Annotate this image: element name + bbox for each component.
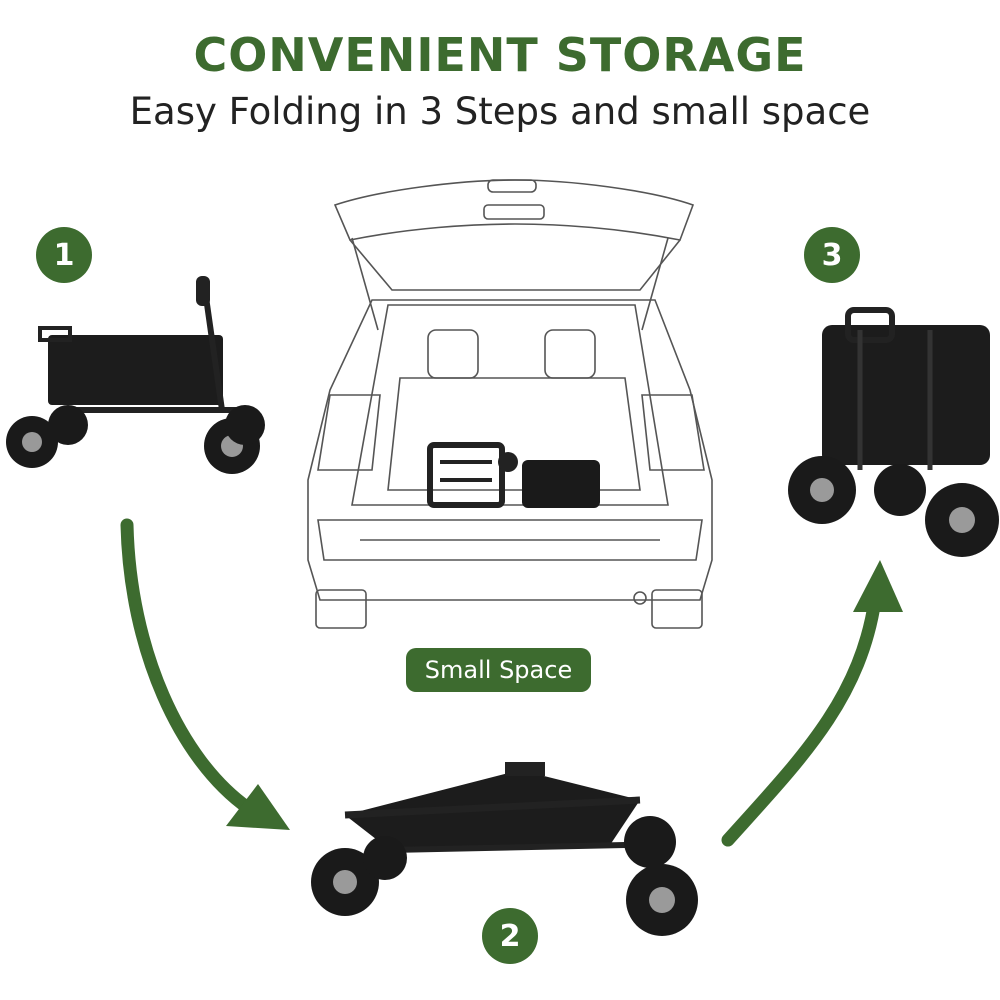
step-1-badge: 1 — [36, 227, 92, 283]
small-space-label: Small Space — [406, 648, 591, 692]
arrow-step1-to-step2 — [120, 518, 290, 830]
page-title: CONVENIENT STORAGE — [193, 28, 807, 82]
step-2-badge: 2 — [482, 908, 538, 964]
step-3-badge: 3 — [804, 227, 860, 283]
arrow-step2-to-step3 — [721, 560, 903, 847]
folded-wagon-in-trunk — [427, 442, 600, 508]
page-subtitle: Easy Folding in 3 Steps and small space — [129, 90, 871, 133]
